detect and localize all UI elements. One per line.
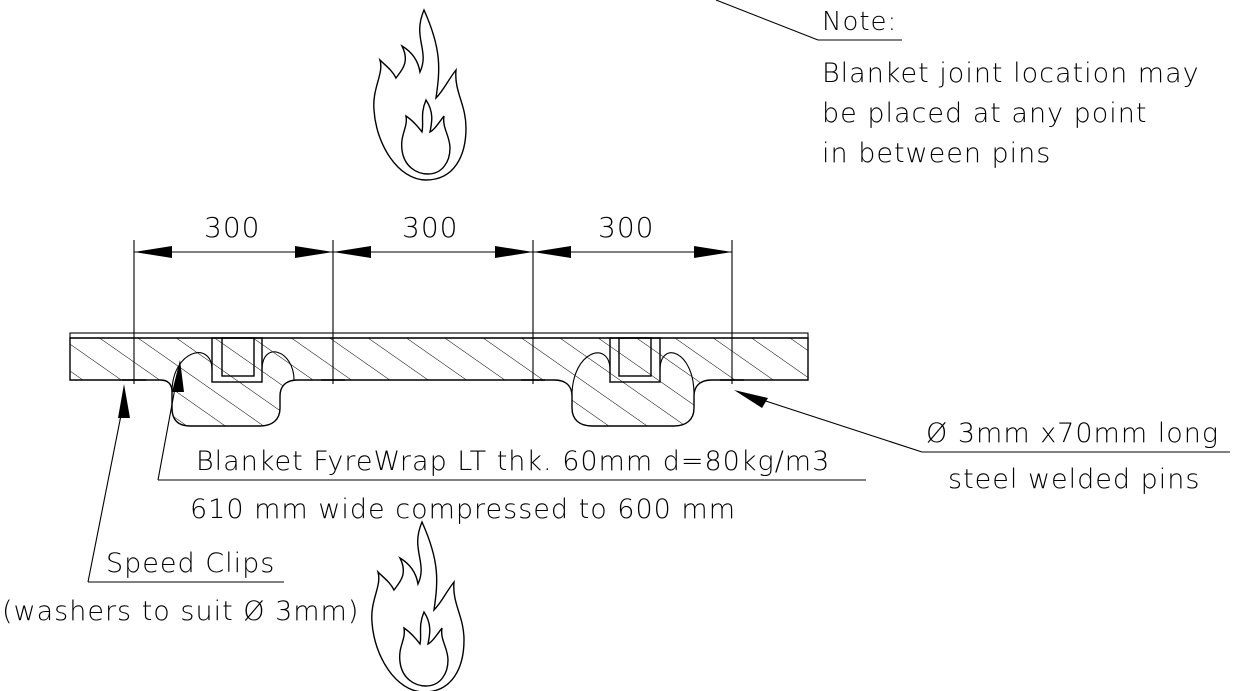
pins-label-2: steel welded pins	[948, 464, 1200, 495]
blanket-label-1: Blanket FyreWrap LT thk. 60mm d=80kg/m3	[196, 446, 830, 477]
clips-label-2: (washers to suit Ø 3mm)	[2, 596, 359, 627]
dimension-lines: 300 300 300	[133, 211, 733, 384]
note-heading: Note:	[822, 7, 897, 37]
flame-icon	[371, 520, 465, 691]
blanket-label-2: 610 mm wide compressed to 600 mm	[190, 494, 736, 525]
note-line-2: be placed at any point	[822, 98, 1148, 129]
dimension-label-1: 300	[204, 211, 260, 244]
blanket-leader: Blanket FyreWrap LT thk. 60mm d=80kg/m3 …	[157, 360, 866, 525]
pins-leader: Ø 3mm x70mm long steel welded pins	[734, 390, 1230, 495]
note-leader	[715, 0, 902, 41]
clips-label-1: Speed Clips	[106, 548, 275, 579]
flame-icon	[373, 8, 467, 181]
pins-label-1: Ø 3mm x70mm long	[926, 418, 1219, 449]
dimension-label-2: 300	[402, 211, 458, 244]
dimension-label-3: 300	[598, 211, 654, 244]
note-line-3: in between pins	[822, 138, 1051, 169]
clips-leader: Speed Clips (washers to suit Ø 3mm)	[2, 384, 359, 627]
note-block: Note: Blanket joint location may be plac…	[822, 7, 1200, 169]
note-line-1: Blanket joint location may	[822, 58, 1200, 89]
